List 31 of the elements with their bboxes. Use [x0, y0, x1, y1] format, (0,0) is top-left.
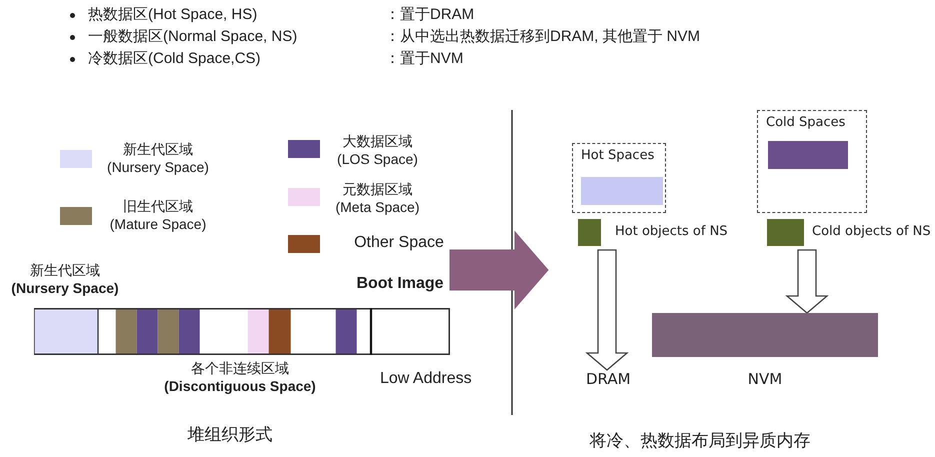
color-bar	[768, 141, 848, 169]
note-text: ：置于DRAM	[385, 6, 476, 25]
hollow-arrow	[585, 249, 629, 371]
memory-label: DRAM	[586, 370, 631, 388]
hollow-arrow	[785, 249, 829, 314]
legend-label: 新生代区域 (Nursery Space)	[106, 140, 210, 176]
note-text: ：从中选出热数据迁移到DRAM, 其他置于 NVM	[385, 28, 701, 47]
block-arrow	[450, 230, 549, 310]
text-label: 新生代区域 (Nursery Space)	[10, 262, 120, 297]
list-item: 热数据区(Hot Space, HS)	[88, 6, 258, 25]
note-text: ：置于NVM	[385, 50, 464, 69]
text-label: Boot Image	[355, 274, 445, 294]
legend-label: 大数据区域 (LOS Space)	[336, 132, 419, 168]
heap-bar	[34, 308, 450, 355]
list-item: 冷数据区(Cold Space,CS)	[88, 50, 262, 69]
caption-text: 堆组织形式	[186, 424, 274, 446]
legend-label: 元数据区域 (Meta Space)	[334, 180, 421, 216]
swatch-label: Cold objects of NS	[812, 224, 931, 239]
dashed-box	[572, 143, 666, 213]
list-item: 一般数据区(Normal Space, NS)	[88, 28, 298, 47]
legend-label: 旧生代区域 (Mature Space)	[108, 197, 208, 234]
bar-label: NVM	[746, 370, 784, 388]
legend-label: Other Space	[353, 233, 445, 253]
box-title: Hot Spaces	[581, 148, 654, 163]
text-label: 各个非连续区域 (Discontiguous Space)	[163, 360, 317, 395]
text-label: Low Address	[380, 369, 473, 389]
dashed-box	[757, 110, 867, 213]
color-bar	[581, 177, 663, 205]
caption-text: 将冷、热数据布局到异质内存	[588, 430, 812, 452]
box-title: Cold Spaces	[766, 115, 846, 130]
swatch-label: Hot objects of NS	[615, 224, 728, 239]
